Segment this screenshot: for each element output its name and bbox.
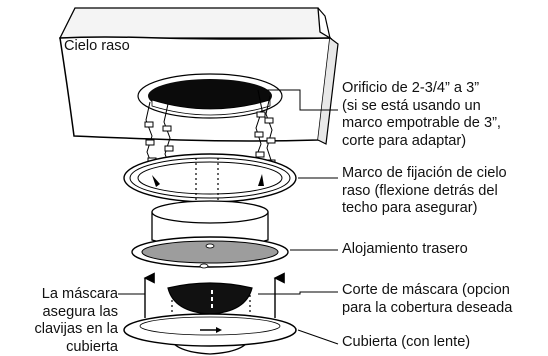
housing-label: Alojamiento trasero bbox=[342, 241, 468, 257]
mask-cut-label: Corte de máscara (opcion para la cobertu… bbox=[342, 282, 513, 316]
mounting-frame-ring bbox=[123, 153, 297, 203]
cover-label: Cubierta (con lente) bbox=[342, 334, 471, 350]
leader-lines bbox=[118, 89, 339, 345]
mask-cutout bbox=[167, 282, 253, 315]
mask-pins-label: La máscara asegura las clavijas en la cu… bbox=[34, 286, 118, 355]
ceiling-opening bbox=[137, 73, 283, 119]
back-housing bbox=[131, 200, 289, 269]
frame-label: Marco de fijación de cielo raso (flexion… bbox=[342, 165, 507, 217]
opening-label: Orificio de 2-3/4” a 3” (si se está usan… bbox=[342, 80, 501, 149]
cover-with-lens bbox=[123, 313, 297, 355]
ceiling-label: Cielo raso bbox=[64, 38, 130, 54]
assembly-arrows bbox=[143, 272, 285, 318]
